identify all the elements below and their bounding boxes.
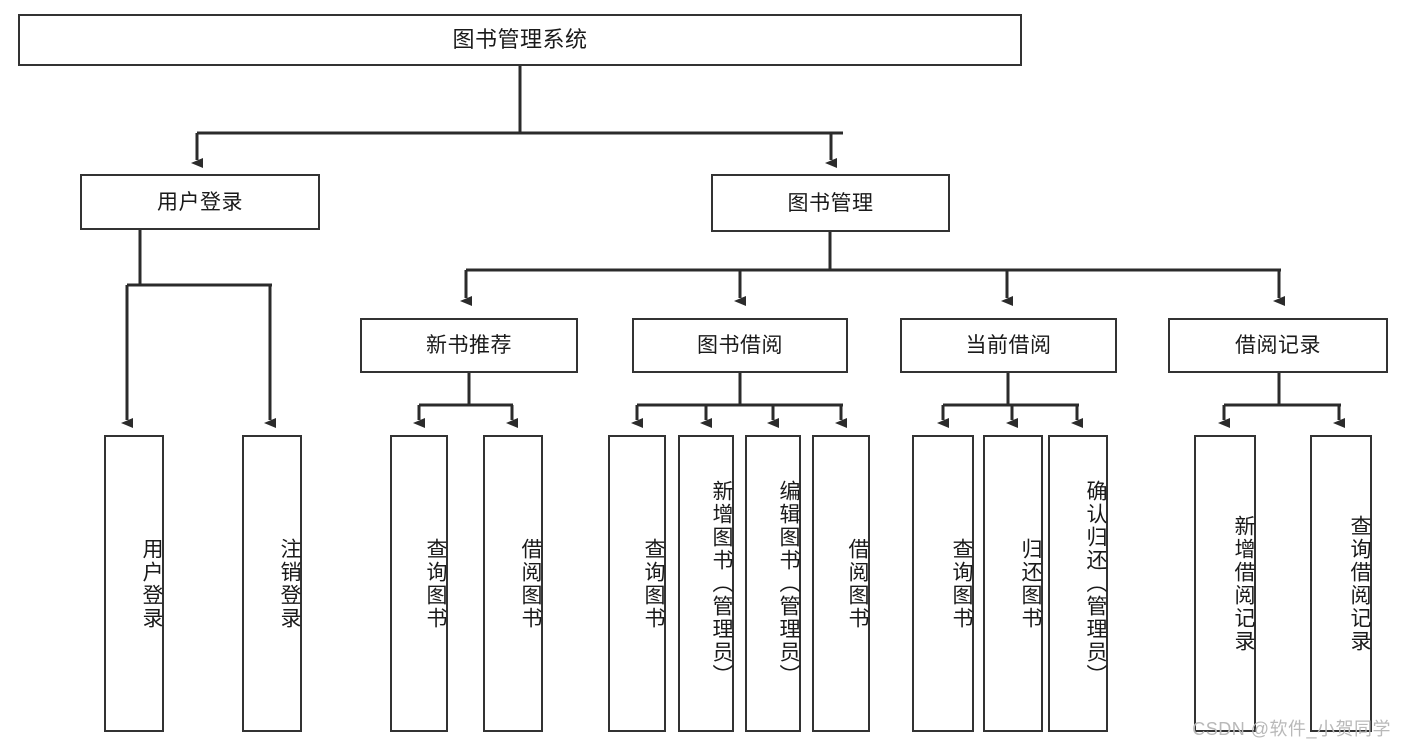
node-label: 新增借阅记录 bbox=[1232, 514, 1255, 653]
node-label: 用户登录 bbox=[140, 537, 163, 630]
node-label: 借阅图书 bbox=[846, 537, 869, 630]
node-label: 图书管理 bbox=[787, 191, 874, 215]
node-label: 新书推荐 bbox=[426, 334, 512, 357]
node-label: 确认归还（管理员） bbox=[1084, 480, 1107, 687]
node-label: 查询图书 bbox=[424, 537, 447, 630]
node-root-system[interactable]: 图书管理系统 bbox=[18, 14, 1022, 66]
node-label: 当前借阅 bbox=[965, 334, 1052, 357]
node-label: 借阅记录 bbox=[1235, 334, 1321, 357]
node-label: 图书借阅 bbox=[697, 334, 783, 357]
node-user-login[interactable]: 用户登录 bbox=[80, 174, 320, 230]
node-label: 图书管理系统 bbox=[452, 27, 588, 52]
node-label: 新增图书（管理员） bbox=[710, 480, 733, 687]
leaf-borrow-edit-book-admin[interactable]: 编辑图书（管理员） bbox=[745, 435, 801, 732]
node-label: 注销登录 bbox=[278, 537, 301, 630]
node-new-book-recommend[interactable]: 新书推荐 bbox=[360, 318, 578, 373]
node-current-borrow[interactable]: 当前借阅 bbox=[900, 318, 1117, 373]
leaf-record-add-borrow-record[interactable]: 新增借阅记录 bbox=[1194, 435, 1256, 732]
leaf-new-book-borrow-books[interactable]: 借阅图书 bbox=[483, 435, 543, 732]
leaf-current-confirm-return-admin[interactable]: 确认归还（管理员） bbox=[1048, 435, 1108, 732]
leaf-user-login[interactable]: 用户登录 bbox=[104, 435, 164, 732]
node-label: 编辑图书（管理员） bbox=[777, 480, 800, 687]
node-label: 归还图书 bbox=[1019, 537, 1042, 630]
node-label: 查询借阅记录 bbox=[1348, 514, 1371, 653]
node-label: 查询图书 bbox=[950, 537, 973, 630]
node-borrow-record[interactable]: 借阅记录 bbox=[1168, 318, 1388, 373]
leaf-current-query-books[interactable]: 查询图书 bbox=[912, 435, 974, 732]
leaf-borrow-query-books[interactable]: 查询图书 bbox=[608, 435, 666, 732]
node-book-borrow[interactable]: 图书借阅 bbox=[632, 318, 848, 373]
leaf-borrow-borrow-books[interactable]: 借阅图书 bbox=[812, 435, 870, 732]
watermark-text: CSDN @软件_小贺同学 bbox=[1192, 719, 1391, 739]
node-label: 查询图书 bbox=[642, 537, 665, 630]
node-label: 用户登录 bbox=[157, 190, 243, 214]
leaf-borrow-add-book-admin[interactable]: 新增图书（管理员） bbox=[678, 435, 734, 732]
leaf-record-query-borrow-record[interactable]: 查询借阅记录 bbox=[1310, 435, 1372, 732]
leaf-user-logout[interactable]: 注销登录 bbox=[242, 435, 302, 732]
node-book-management[interactable]: 图书管理 bbox=[711, 174, 950, 232]
leaf-current-return-books[interactable]: 归还图书 bbox=[983, 435, 1043, 732]
node-label: 借阅图书 bbox=[519, 537, 542, 630]
leaf-new-book-query-books[interactable]: 查询图书 bbox=[390, 435, 448, 732]
